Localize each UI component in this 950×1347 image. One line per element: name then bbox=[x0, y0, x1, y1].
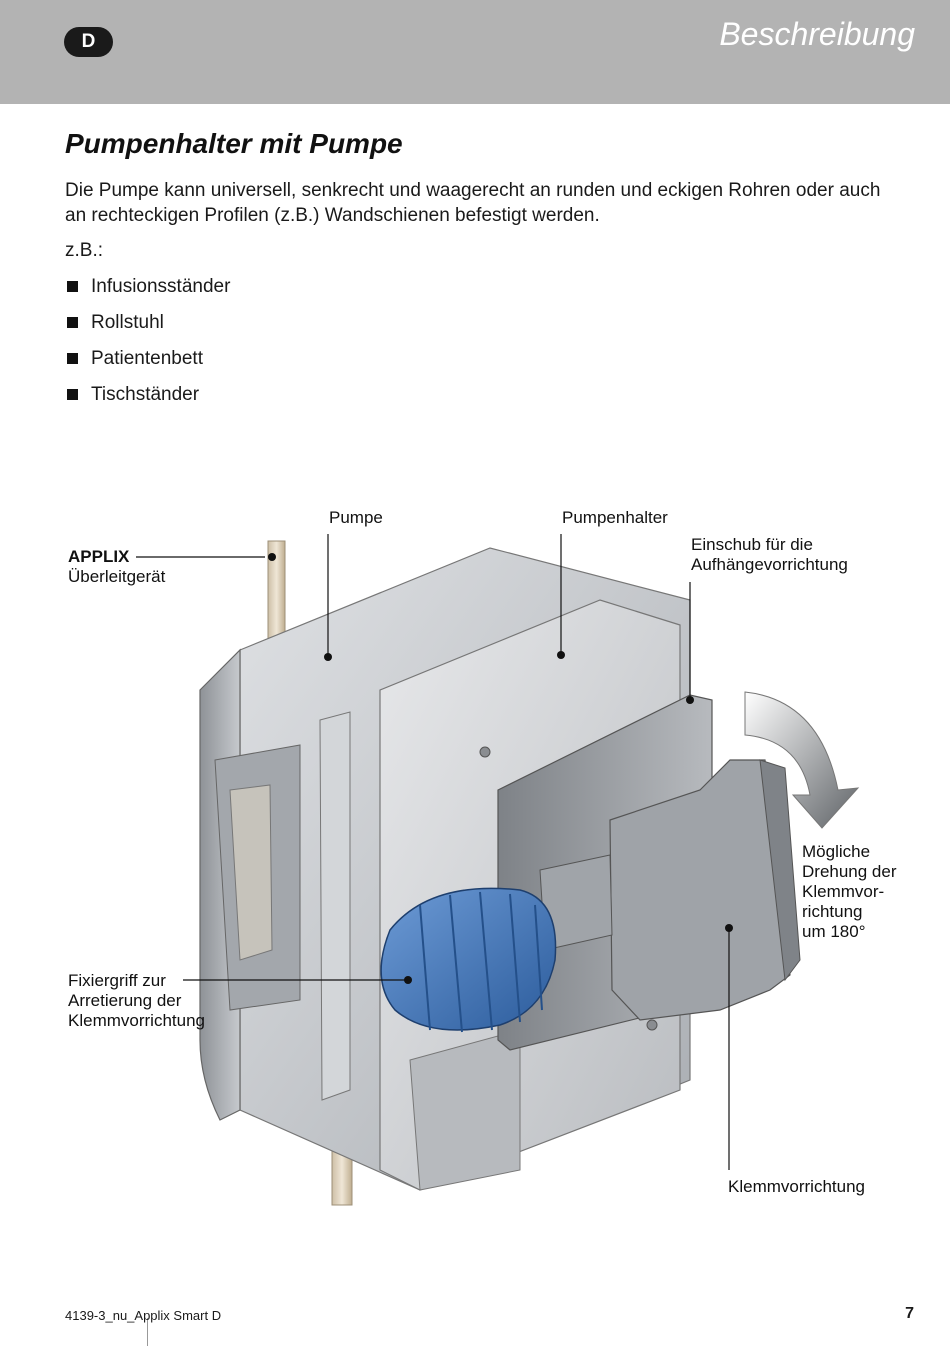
language-badge: D bbox=[64, 27, 113, 57]
header-band: D Beschreibung bbox=[0, 0, 950, 104]
intro-paragraph: Die Pumpe kann universell, senkrecht und… bbox=[65, 180, 881, 226]
rotation-arrow-icon bbox=[744, 691, 860, 829]
page-number: 7 bbox=[905, 1305, 914, 1322]
section-title: Beschreibung bbox=[719, 16, 915, 52]
example-label: z.B.: bbox=[65, 240, 104, 261]
list-item: Infusionsständer bbox=[65, 275, 230, 311]
list-item: Rollstuhl bbox=[65, 311, 230, 347]
callout-rotation: Mögliche Drehung der Klemmvor- richtung … bbox=[802, 842, 897, 941]
bullet-square-icon bbox=[67, 281, 78, 292]
mount-list: Infusionsständer Rollstuhl Patientenbett… bbox=[65, 275, 230, 419]
callout-applix: APPLIX Überleitgerät bbox=[68, 547, 166, 586]
callout-locking-knob: Fixiergriff zur Arretierung der Klemmvor… bbox=[68, 971, 205, 1030]
callout-clamp: Klemmvorrichtung bbox=[728, 1177, 865, 1196]
leader-lines bbox=[136, 534, 730, 1170]
list-item: Tischständer bbox=[65, 383, 230, 419]
callout-pump-holder: Pumpenhalter bbox=[562, 508, 668, 527]
bullet-square-icon bbox=[67, 389, 78, 400]
bullet-square-icon bbox=[67, 317, 78, 328]
callout-pump: Pumpe bbox=[329, 508, 383, 527]
footer-divider bbox=[147, 1318, 148, 1346]
page-title: Pumpenhalter mit Pumpe bbox=[65, 128, 403, 159]
list-item: Patientenbett bbox=[65, 347, 230, 383]
callout-slot: Einschub für die Aufhängevorrichtung bbox=[691, 535, 848, 574]
locking-knob bbox=[380, 887, 557, 1033]
bullet-square-icon bbox=[67, 353, 78, 364]
document-code: 4139-3_nu_Applix Smart D bbox=[65, 1308, 222, 1323]
